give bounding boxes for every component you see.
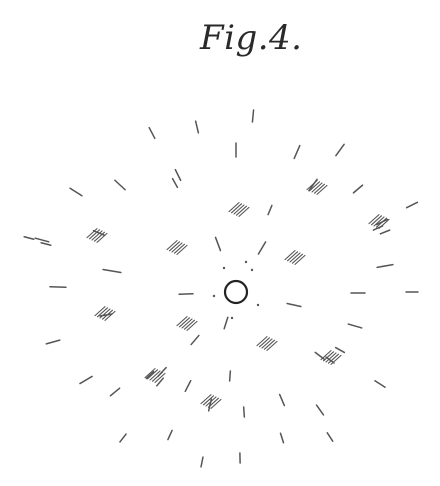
radial-dash-50 bbox=[24, 237, 34, 240]
radial-dash-30 bbox=[315, 352, 325, 359]
radial-dash-19 bbox=[377, 265, 393, 268]
radial-dash-4 bbox=[294, 146, 300, 159]
radial-dash-11 bbox=[407, 202, 418, 207]
radial-dash-13 bbox=[35, 238, 49, 242]
radial-dash-1 bbox=[196, 121, 199, 133]
center-dot-2 bbox=[213, 295, 215, 297]
radial-dash-44 bbox=[280, 433, 283, 443]
center-dot-4 bbox=[231, 317, 233, 319]
radial-dash-33 bbox=[230, 371, 231, 381]
radial-dash-36 bbox=[185, 381, 190, 392]
radial-dash-55 bbox=[268, 205, 272, 214]
radial-dash-27 bbox=[348, 324, 361, 328]
radial-dash-45 bbox=[327, 433, 332, 441]
radial-dash-59 bbox=[336, 348, 345, 353]
radial-dash-32 bbox=[80, 376, 92, 383]
center-dot-1 bbox=[251, 269, 253, 271]
radial-dash-22 bbox=[287, 303, 301, 306]
radial-dash-2 bbox=[149, 128, 155, 139]
radial-dash-28 bbox=[46, 340, 60, 344]
radial-dash-35 bbox=[110, 388, 119, 396]
radial-dash-14 bbox=[216, 237, 221, 250]
radial-dash-39 bbox=[317, 405, 324, 415]
radial-dash-52 bbox=[380, 230, 389, 234]
radial-dash-29 bbox=[191, 335, 199, 344]
radial-dash-26 bbox=[224, 317, 228, 328]
radial-dash-51 bbox=[41, 243, 51, 245]
radial-dash-7 bbox=[70, 188, 82, 195]
radial-dash-15 bbox=[258, 242, 265, 254]
radial-dash-42 bbox=[120, 434, 126, 442]
center-dot-5 bbox=[245, 261, 247, 263]
radial-dash-46 bbox=[201, 457, 203, 467]
radial-dash-34 bbox=[375, 381, 385, 387]
radial-dash-43 bbox=[168, 430, 172, 439]
center-dot-3 bbox=[257, 304, 259, 306]
radial-dash-8 bbox=[175, 170, 180, 181]
radial-dash-37 bbox=[280, 394, 285, 405]
radial-dash-41 bbox=[244, 407, 245, 417]
radial-dash-21 bbox=[179, 294, 193, 295]
center-ring bbox=[225, 281, 247, 303]
radial-dash-54 bbox=[173, 179, 178, 188]
radial-dash-5 bbox=[336, 144, 344, 155]
radial-dash-10 bbox=[353, 185, 362, 193]
radial-dash-6 bbox=[115, 180, 125, 189]
center-dot-0 bbox=[223, 267, 225, 269]
radial-dash-0 bbox=[252, 110, 253, 122]
radial-dash-18 bbox=[103, 269, 121, 272]
